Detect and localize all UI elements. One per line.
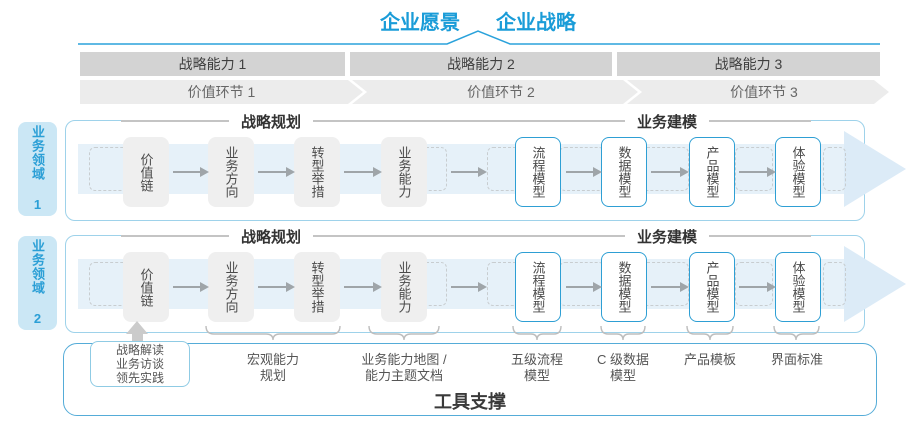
annotation-line: 业务能力地图 / bbox=[361, 352, 447, 367]
tool-support-label: 工具支撑 bbox=[434, 392, 506, 412]
brace-connector bbox=[686, 325, 734, 341]
domain-label-2: 业务领域 2 bbox=[18, 236, 57, 330]
sources-box: 战略解读 业务访谈 领先实践 bbox=[90, 341, 190, 387]
value-link-chevron-1: 价值环节 1 bbox=[80, 80, 363, 104]
arrow-right-icon bbox=[173, 282, 209, 292]
arrow-right-icon bbox=[173, 167, 209, 177]
flow-band-arrowhead-icon bbox=[844, 131, 906, 207]
annotation-capability-map: 业务能力地图 / 能力主题文档 bbox=[361, 352, 446, 384]
domain-label-1: 业务领域 1 bbox=[18, 122, 57, 216]
flow-box-value-chain: 价值链 bbox=[123, 137, 169, 207]
annotation-line: 模型 bbox=[609, 368, 637, 383]
flow-box-experience-model: 体验模型 bbox=[775, 137, 821, 207]
brace-connector bbox=[600, 325, 646, 341]
dashed-placeholder-box bbox=[823, 262, 846, 306]
flow-box-experience-model: 体验模型 bbox=[775, 252, 821, 322]
arrow-right-icon bbox=[258, 282, 295, 292]
arrow-right-icon bbox=[451, 167, 487, 177]
annotation-macro-capability: 宏观能力 规划 bbox=[247, 352, 299, 384]
tool-support-container bbox=[63, 343, 877, 416]
annotation-line: 宏观能力 bbox=[246, 352, 300, 367]
arrow-right-icon bbox=[258, 167, 295, 177]
domain-container-1: 战略规划 业务建模 价值链 业务方向 转型举措 业务能力 流程模型 数据模型 产… bbox=[65, 111, 906, 221]
vision-title: 企业愿景 bbox=[380, 12, 460, 34]
annotation-line: 领先实践 bbox=[115, 371, 164, 385]
brace-connector bbox=[368, 325, 440, 341]
domain-container-2: 战略规划 业务建模 价值链 业务方向 转型举措 业务能力 流程模型 数据模型 产… bbox=[65, 226, 906, 333]
annotation-line: 战略解读 bbox=[115, 343, 164, 357]
dashed-placeholder-box bbox=[823, 147, 846, 191]
annotation-line: 界面标准 bbox=[770, 352, 824, 367]
flow-box-data-model: 数据模型 bbox=[601, 252, 647, 322]
annotation-line: 业务访谈 bbox=[115, 357, 164, 371]
strategy-title: 企业战略 bbox=[496, 12, 576, 34]
arrow-right-icon bbox=[651, 167, 689, 177]
annotation-data-model: C 级数据 模型 bbox=[597, 352, 649, 384]
annotation-line: 规划 bbox=[259, 368, 287, 383]
flow-box-product-model: 产品模型 bbox=[689, 252, 735, 322]
arrow-right-icon bbox=[344, 167, 382, 177]
flow-box-transformation: 转型举措 bbox=[294, 137, 340, 207]
peak-line bbox=[78, 30, 880, 45]
arrow-right-icon bbox=[566, 167, 602, 177]
header-divider-line bbox=[121, 235, 811, 237]
flow-box-business-direction: 业务方向 bbox=[208, 252, 254, 322]
annotation-ui-standard: 界面标准 bbox=[771, 352, 823, 368]
brace-connector bbox=[205, 325, 341, 341]
flow-box-transformation: 转型举措 bbox=[294, 252, 340, 322]
value-link-chevron-2: 价值环节 2 bbox=[352, 80, 638, 104]
annotation-line: 产品模板 bbox=[683, 352, 737, 367]
arrow-right-icon bbox=[344, 282, 382, 292]
arrow-right-icon bbox=[566, 282, 602, 292]
flow-box-data-model: 数据模型 bbox=[601, 137, 647, 207]
annotation-line: C 级数据 bbox=[596, 352, 650, 367]
annotation-product-template: 产品模板 bbox=[684, 352, 736, 368]
section-header-modeling: 业务建模 bbox=[624, 226, 710, 247]
value-link-chevron-3: 价值环节 3 bbox=[627, 80, 889, 104]
up-arrow-icon bbox=[126, 321, 148, 334]
flow-box-business-capability: 业务能力 bbox=[381, 137, 427, 207]
section-header-modeling: 业务建模 bbox=[624, 111, 710, 132]
page-title: 企业愿景 企业战略 bbox=[380, 6, 576, 35]
capability-bar-3: 战略能力 3 bbox=[617, 52, 880, 76]
section-header-planning: 战略规划 bbox=[228, 226, 314, 247]
annotation-line: 能力主题文档 bbox=[364, 368, 444, 383]
annotation-line: 模型 bbox=[523, 368, 551, 383]
section-header-planning: 战略规划 bbox=[228, 111, 314, 132]
flow-box-business-direction: 业务方向 bbox=[208, 137, 254, 207]
flow-box-product-model: 产品模型 bbox=[689, 137, 735, 207]
flow-box-value-chain: 价值链 bbox=[123, 252, 169, 322]
flow-band-arrowhead-icon bbox=[844, 246, 906, 322]
brace-connector bbox=[512, 325, 562, 341]
capability-bar-2: 战略能力 2 bbox=[350, 52, 612, 76]
arrow-right-icon bbox=[451, 282, 487, 292]
flow-box-process-model: 流程模型 bbox=[515, 252, 561, 322]
brace-connector bbox=[773, 325, 820, 341]
flow-box-process-model: 流程模型 bbox=[515, 137, 561, 207]
annotation-process-model: 五级流程 模型 bbox=[511, 352, 563, 384]
flow-box-business-capability: 业务能力 bbox=[381, 252, 427, 322]
arrow-right-icon bbox=[739, 167, 776, 177]
header-divider-line bbox=[121, 120, 811, 122]
arrow-right-icon bbox=[651, 282, 689, 292]
capability-bar-1: 战略能力 1 bbox=[80, 52, 345, 76]
annotation-line: 五级流程 bbox=[510, 352, 564, 367]
arrow-right-icon bbox=[739, 282, 776, 292]
